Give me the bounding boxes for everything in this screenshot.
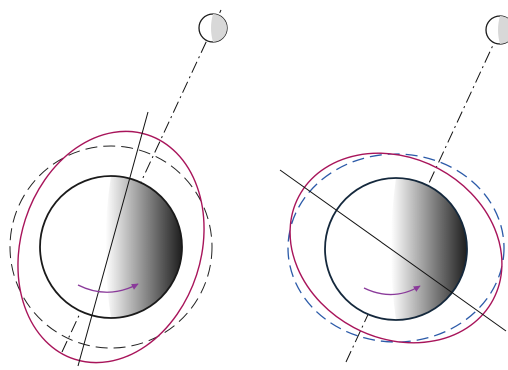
reference-circle xyxy=(9,145,213,349)
moon-shade xyxy=(211,14,227,42)
earth-outline xyxy=(324,177,468,321)
left-panel xyxy=(9,9,228,367)
tidal-bulge-ellipse xyxy=(17,130,205,364)
bulge-axis-line xyxy=(77,111,149,367)
right-panel xyxy=(279,15,508,363)
bulge-axis-line xyxy=(279,169,507,332)
earth-shaded-half xyxy=(391,178,467,320)
rotation-arrow xyxy=(363,285,421,296)
moon-shade xyxy=(498,16,508,44)
rotation-arrow xyxy=(77,283,139,293)
moon-axis-line xyxy=(61,9,222,353)
earth-outline xyxy=(39,175,183,319)
tidal-bulge-ellipse xyxy=(289,152,503,344)
earth-shaded-half xyxy=(105,176,182,318)
